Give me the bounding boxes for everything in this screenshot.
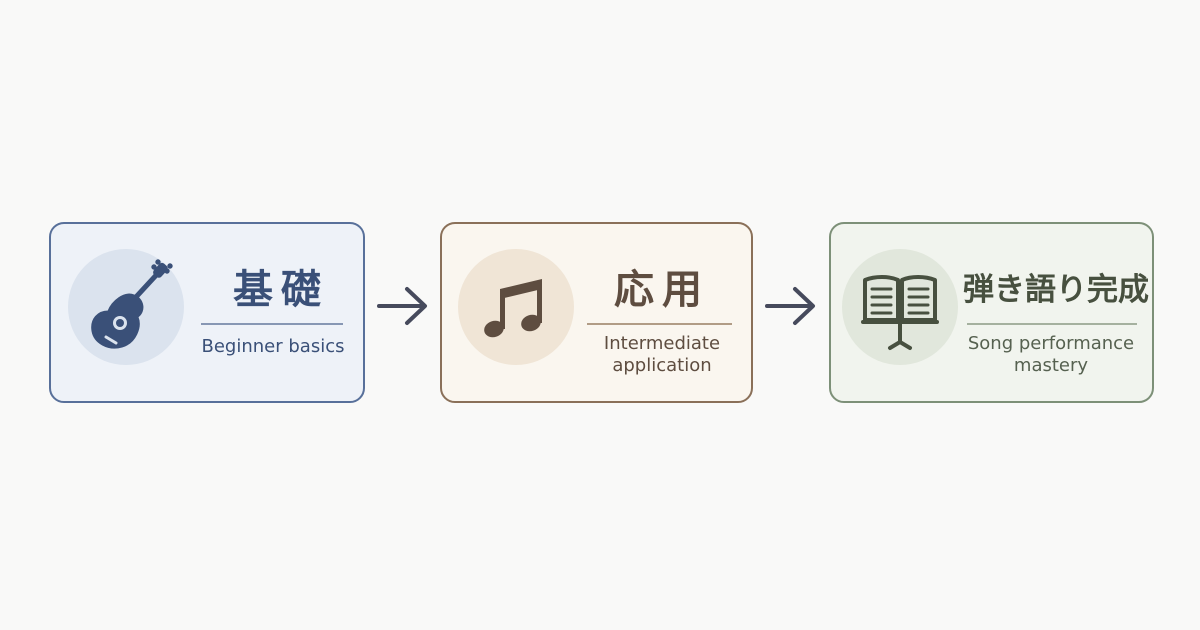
guitar-icon	[91, 259, 173, 349]
step-card-basics: 基礎 Beginner basics	[49, 222, 365, 403]
step-card-mastery: 弾き語り完成 Song performance mastery	[829, 222, 1154, 403]
step-title: 弾き語り完成	[963, 272, 1149, 308]
arrow-right-icon	[377, 287, 427, 325]
icon-badge	[458, 249, 574, 365]
title-divider	[967, 323, 1137, 325]
title-divider	[587, 323, 732, 325]
title-divider	[201, 323, 343, 325]
step-subtitle: Song performance mastery	[967, 333, 1135, 376]
icon-badge	[842, 249, 958, 365]
step-card-application: 応用 Intermediate application	[440, 222, 753, 403]
arrow-right-icon	[765, 287, 815, 325]
step-title: 応用	[614, 267, 710, 313]
step-title: 基礎	[233, 267, 329, 313]
step-subtitle: Intermediate application	[603, 333, 721, 376]
icon-badge	[68, 249, 184, 365]
music-stand-icon	[861, 275, 939, 350]
step-subtitle: Beginner basics	[201, 336, 345, 357]
music-note-icon	[484, 279, 542, 338]
